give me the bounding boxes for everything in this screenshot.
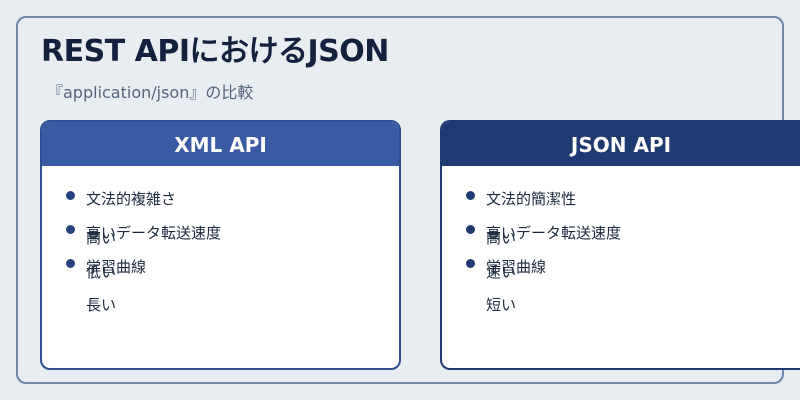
bullet-icon bbox=[466, 191, 475, 200]
page-subtitle: 『application/json』の比較 bbox=[47, 83, 254, 102]
bullet-icon bbox=[66, 191, 75, 200]
xml-item-learning: 学習曲線 bbox=[86, 258, 147, 276]
json-api-card: JSON API 文法的簡潔性 高いデータ転送速度 高い 学習曲線 速い 短い bbox=[440, 120, 800, 370]
bullet-icon bbox=[66, 259, 75, 268]
xml-item-learning-value: 低い bbox=[86, 263, 117, 281]
json-item-syntax: 文法的簡潔性 bbox=[486, 190, 577, 208]
json-item-speed-value: 高い bbox=[486, 229, 517, 247]
json-item-learning-value: 速い bbox=[486, 263, 517, 281]
json-item-learning: 学習曲線 bbox=[486, 258, 547, 276]
bullet-icon bbox=[466, 259, 475, 268]
page-title: REST APIにおけるJSON bbox=[41, 34, 389, 69]
xml-item-syntax: 文法的複雑さ bbox=[86, 190, 177, 208]
xml-card-title: XML API bbox=[42, 122, 399, 166]
bullet-icon bbox=[466, 225, 475, 234]
bullet-icon bbox=[66, 225, 75, 234]
json-item-trailing: 短い bbox=[486, 296, 517, 314]
xml-item-speed: 高いデータ転送速度 bbox=[86, 224, 222, 242]
xml-item-speed-value: 高い bbox=[86, 229, 117, 247]
xml-item-trailing: 長い bbox=[86, 296, 117, 314]
json-item-speed: 高いデータ転送速度 bbox=[486, 224, 622, 242]
json-card-title: JSON API bbox=[442, 122, 800, 166]
xml-api-card: XML API 文法的複雑さ 高いデータ転送速度 高い 学習曲線 低い 長い bbox=[40, 120, 401, 370]
